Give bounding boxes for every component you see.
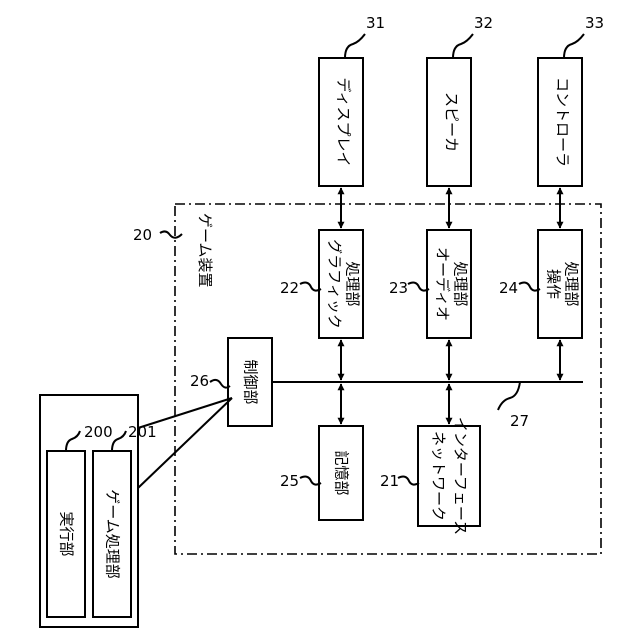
speaker-ref-leader bbox=[453, 34, 473, 58]
graphic-processing-label-1: グラフィック bbox=[326, 239, 344, 329]
network-interface-label-2: インターフェース bbox=[452, 417, 470, 535]
audio-processing-label-1: オーディオ bbox=[434, 247, 452, 321]
audio-processing-label-2: 処理部 bbox=[452, 261, 470, 306]
graphic-ref: 22 bbox=[280, 279, 299, 297]
bus-ref: 27 bbox=[510, 412, 529, 430]
execution-ref: 200 bbox=[84, 423, 113, 441]
network-ref-leader bbox=[398, 477, 419, 485]
game-processing-unit-label: ゲーム処理部 bbox=[104, 489, 122, 579]
network-ref: 21 bbox=[380, 472, 399, 490]
controller-label: コントローラ bbox=[554, 77, 572, 167]
display-ref: 31 bbox=[366, 14, 385, 32]
memory-ref: 25 bbox=[280, 472, 299, 490]
memory-ref-leader bbox=[300, 477, 321, 485]
memory-label: 記憶部 bbox=[333, 450, 351, 495]
controller-ref-leader bbox=[564, 34, 584, 58]
operation-processing-label-2: 処理部 bbox=[563, 261, 581, 306]
operation-processing-label-1: 操作 bbox=[545, 269, 563, 299]
display-ref-leader bbox=[345, 34, 365, 58]
bus-ref-leader bbox=[498, 382, 520, 410]
audio-ref-leader bbox=[408, 283, 429, 291]
audio-ref: 23 bbox=[389, 279, 408, 297]
game-device-ref: 20 bbox=[133, 226, 152, 244]
controller-ref: 33 bbox=[585, 14, 604, 32]
callout-line-lower bbox=[138, 398, 232, 488]
control-ref: 26 bbox=[190, 372, 209, 390]
execution-unit-label: 実行部 bbox=[58, 511, 76, 556]
graphic-ref-leader bbox=[300, 283, 321, 291]
game-device-label: ゲーム装置 bbox=[196, 213, 214, 288]
operation-ref: 24 bbox=[499, 279, 518, 297]
operation-ref-leader bbox=[519, 283, 540, 291]
network-interface-label-1: ネットワーク bbox=[430, 431, 448, 521]
display-label: ディスプレイ bbox=[335, 78, 353, 167]
game-processing-ref: 201 bbox=[128, 423, 157, 441]
graphic-processing-label-2: 処理部 bbox=[344, 261, 362, 306]
speaker-label: スピーカ bbox=[443, 92, 461, 152]
speaker-ref: 32 bbox=[474, 14, 493, 32]
network-interface-box bbox=[418, 426, 480, 526]
control-unit-label: 制御部 bbox=[242, 359, 260, 404]
game-device-ref-leader bbox=[160, 231, 182, 237]
